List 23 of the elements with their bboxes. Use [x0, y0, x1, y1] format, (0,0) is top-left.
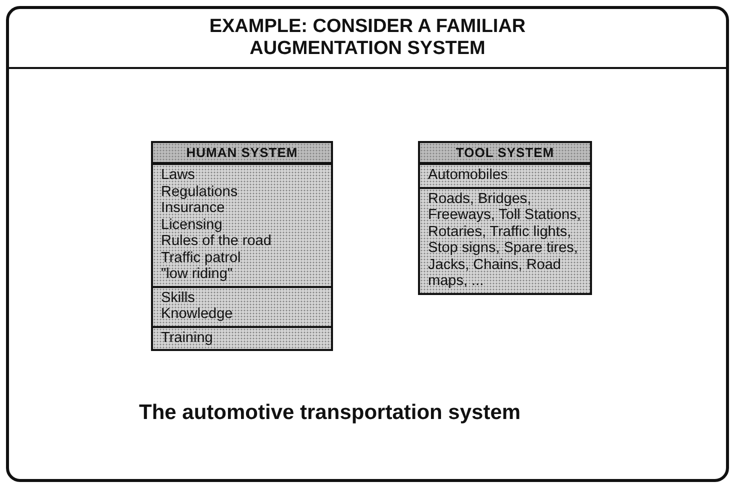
- table-header: HUMAN SYSTEM: [153, 143, 331, 165]
- table-section: [420, 186, 590, 292]
- item-text: Roads, Bridges, Freeways, Toll Stations, Rotaries, Traffic lights, Stop signs, Spare tires, Jacks, Chains, Road maps, ...: [428, 190, 582, 290]
- table-section: [153, 326, 331, 349]
- item-text: Insurance: [161, 200, 226, 216]
- title: EXAMPLE: CONSIDER A FAMILIAR AUGMENTATION SYSTEM: [208, 16, 527, 60]
- item-text: Regulations: [161, 184, 239, 200]
- item-text: Automobiles: [428, 167, 509, 184]
- item-text: Laws: [161, 167, 196, 184]
- table-section: [420, 165, 590, 186]
- item-text: Rules of the road: [161, 233, 272, 250]
- system-table: [418, 141, 592, 294]
- table-header: TOOL SYSTEM: [420, 143, 590, 165]
- table-section: [153, 286, 331, 326]
- item-text: Knowledge: [161, 306, 234, 322]
- system-table: [151, 141, 333, 351]
- item-text: Skills: [161, 290, 196, 306]
- item-text: "low riding": [161, 266, 234, 282]
- item-text: Traffic patrol: [161, 250, 242, 266]
- caption: The automotive transportation system: [139, 401, 521, 425]
- item-text: Licensing: [161, 216, 224, 233]
- item-text: Training: [161, 330, 214, 346]
- table-section: [153, 165, 331, 286]
